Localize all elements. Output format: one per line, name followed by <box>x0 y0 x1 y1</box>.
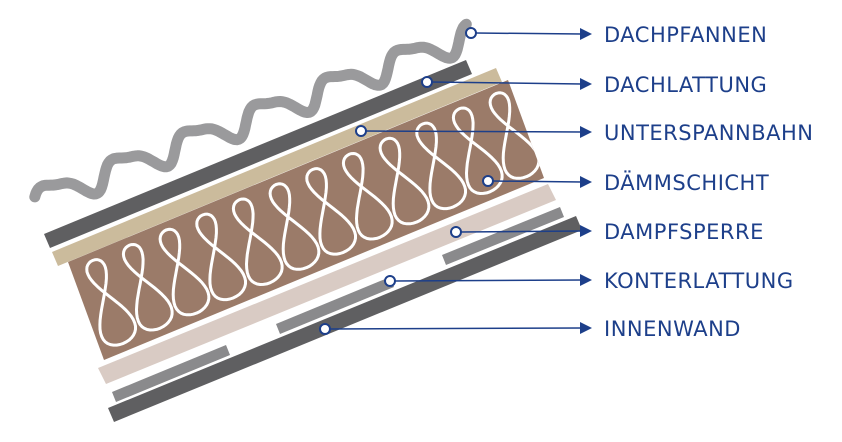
insulation-loop <box>341 152 394 241</box>
label-daemmschicht: DÄMMSCHICHT <box>604 170 769 195</box>
leader-line <box>328 327 583 330</box>
label-dachpfannen: DACHPFANNEN <box>604 23 767 47</box>
insulation-layer <box>68 80 544 360</box>
leader-arrowhead <box>580 274 592 286</box>
insulation-loop <box>268 182 321 271</box>
leader-arrowhead <box>580 322 592 334</box>
counter-batten-segment <box>442 207 564 265</box>
counter-battens-layer <box>112 207 564 402</box>
insulation-loop <box>121 243 174 332</box>
leader-line <box>430 81 583 85</box>
leader-line <box>364 130 583 133</box>
insulation-wool-pattern <box>85 91 541 347</box>
leader-lines <box>319 27 592 335</box>
insulation-loop <box>85 258 137 347</box>
insulation-loop <box>195 212 247 302</box>
insulation-loop <box>488 91 541 180</box>
leader-anchor-dot <box>355 125 367 137</box>
leader-arrowhead <box>580 28 592 40</box>
insulation-loop <box>415 121 467 211</box>
label-unterspannbahn: UNTERSPANNBAHN <box>604 121 813 145</box>
roof-tiles-layer <box>29 18 472 203</box>
roof-battens-layer <box>44 60 472 248</box>
insulation-loop <box>231 197 284 286</box>
leader-anchor-dot <box>450 226 462 238</box>
counter-batten-segment <box>276 277 394 334</box>
leader-anchor-dot <box>421 76 433 88</box>
leader-anchor-dot <box>319 323 331 335</box>
vapor-barrier-layer <box>98 184 556 384</box>
counter-batten-segment <box>112 345 230 402</box>
leader-line <box>393 279 583 282</box>
label-konterlattung: KONTERLATTUNG <box>604 269 794 293</box>
leader-anchor-dot <box>482 175 494 187</box>
insulation-loop <box>378 136 431 226</box>
insulation-loop <box>158 227 211 317</box>
leader-arrowhead <box>580 225 592 237</box>
label-innenwand: INNENWAND <box>604 317 741 341</box>
underlay-membrane-layer <box>52 68 502 266</box>
leader-arrowhead <box>580 176 592 188</box>
leader-arrowhead <box>580 78 592 90</box>
leader-line <box>459 230 583 233</box>
leader-arrowhead <box>580 126 592 138</box>
leader-anchor-dot <box>384 275 396 287</box>
insulation-loop <box>305 167 357 256</box>
label-dachlattung: DACHLATTUNG <box>604 73 767 97</box>
leader-line <box>491 180 583 183</box>
leader-line <box>474 32 583 35</box>
inner-wall-layer <box>108 216 582 422</box>
leader-anchor-dot <box>465 27 477 39</box>
label-dampfsperre: DAMPFSPERRE <box>604 220 764 244</box>
